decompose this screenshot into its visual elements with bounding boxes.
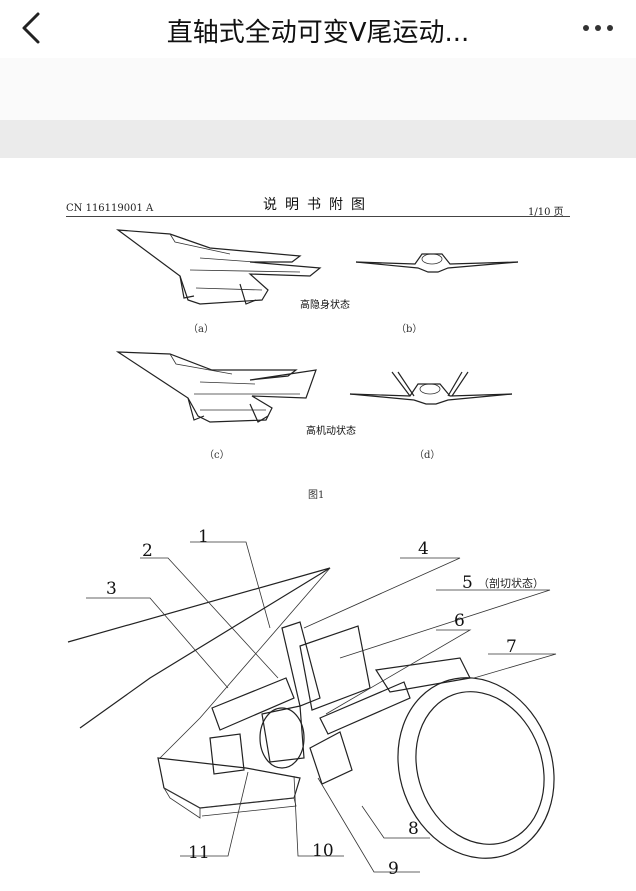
- v-tail-mechanism-drawing: 1 2 3 4 5 （剖切状态） 6 7 8 9 10 11: [67, 527, 557, 879]
- aircraft-figure-c: [115, 351, 317, 423]
- more-button[interactable]: [580, 14, 616, 42]
- drawing-heading: 说明书附图: [263, 197, 373, 213]
- label-c: （c）: [204, 450, 230, 461]
- top-nav-bar: 直轴式全动可变V尾运动...: [0, 0, 636, 58]
- back-button[interactable]: [18, 10, 48, 46]
- callout-10: 10: [312, 841, 334, 861]
- state-high-maneuver: 高机动状态: [306, 426, 356, 437]
- callout-4: 4: [418, 539, 429, 559]
- page-title: 直轴式全动可变V尾运动...: [166, 18, 470, 48]
- callout-7: 7: [506, 637, 517, 657]
- callout-5: 5: [462, 573, 473, 593]
- aircraft-figure-a: [115, 229, 322, 305]
- callout-6: 6: [454, 611, 465, 631]
- label-b: （b）: [396, 324, 423, 335]
- page-count: 1/10 页: [528, 207, 564, 218]
- callout-3: 3: [106, 579, 117, 599]
- aircraft-figure-d: [349, 371, 513, 405]
- aircraft-figure-b: [355, 253, 519, 273]
- callout-8: 8: [408, 819, 419, 839]
- callout-2: 2: [142, 541, 153, 561]
- header-spacer: [0, 58, 636, 120]
- label-d: （d）: [414, 450, 441, 461]
- more-dots-icon: [583, 25, 613, 31]
- callout-9: 9: [388, 859, 399, 879]
- callout-11: 11: [188, 843, 210, 863]
- state-high-stealth: 高隐身状态: [300, 300, 350, 311]
- label-a: （a）: [188, 324, 214, 335]
- chevron-left-icon: [22, 12, 40, 44]
- divider-band: [0, 120, 636, 158]
- patent-drawing-page: CN 116119001 A 说明书附图 1/10 页 高隐身状态 （a） （b…: [0, 158, 636, 891]
- callout-1: 1: [198, 527, 209, 547]
- header-rule: [66, 216, 570, 217]
- figure-caption: 图1: [308, 490, 325, 501]
- callout-5-note: （剖切状态）: [478, 576, 544, 590]
- patent-number: CN 116119001 A: [66, 203, 154, 214]
